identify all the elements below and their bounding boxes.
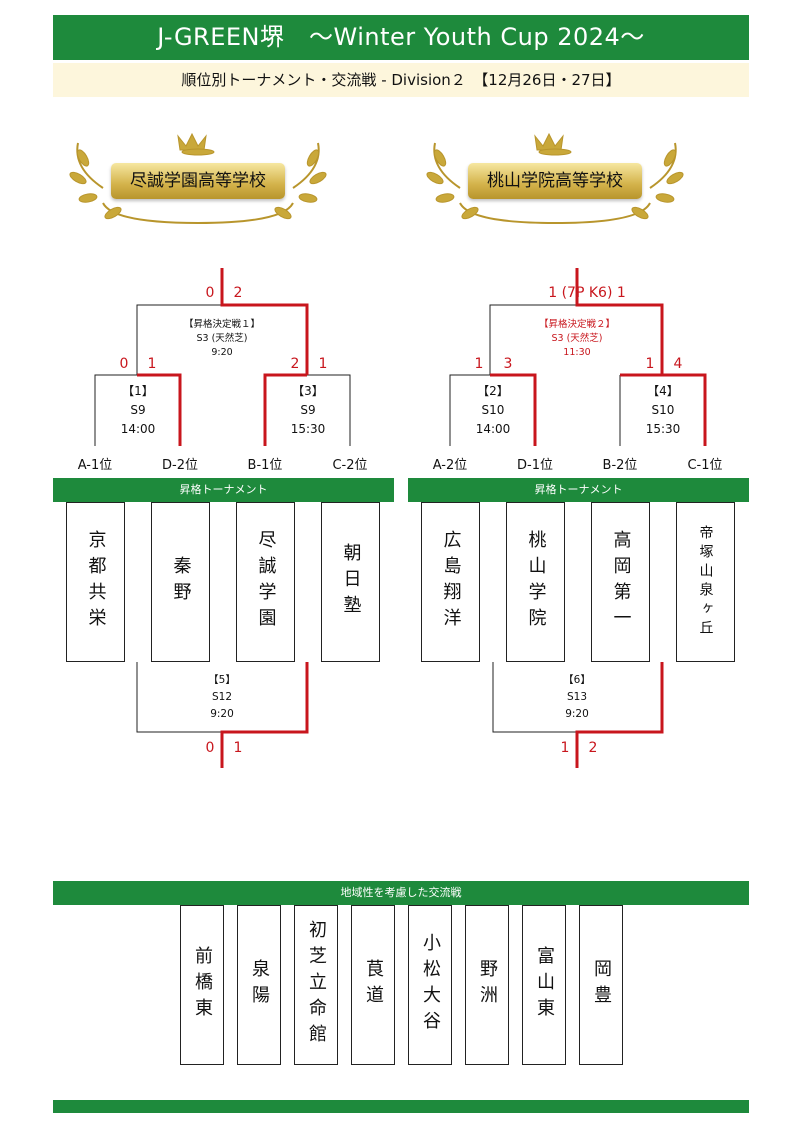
match-id: 【6】 bbox=[563, 674, 591, 686]
m3-info: 【3】 S9 15:30 bbox=[268, 382, 348, 439]
team-box: 富山東 bbox=[522, 905, 566, 1065]
m4-info: 【4】 S10 15:30 bbox=[623, 382, 703, 439]
team-box: 前橋東 bbox=[180, 905, 224, 1065]
champion-emblem-right: 桃山学院高等学校 bbox=[410, 128, 700, 228]
match-time: 9:20 bbox=[565, 708, 589, 720]
final-left-court: S3 (天然芝) bbox=[196, 333, 248, 344]
footer-bar bbox=[53, 1100, 749, 1113]
match-id: 【4】 bbox=[647, 384, 679, 398]
m6-info: 【6】 S13 9:20 bbox=[537, 672, 617, 723]
seed-label: C-2位 bbox=[332, 458, 368, 473]
m1-info: 【1】 S9 14:00 bbox=[98, 382, 178, 439]
match-id: 【2】 bbox=[477, 384, 509, 398]
team-box: 広島翔洋 bbox=[421, 502, 480, 662]
final-left-time: 9:20 bbox=[211, 347, 233, 358]
match-court: S12 bbox=[211, 691, 233, 703]
match-time: 14:00 bbox=[120, 422, 156, 436]
champion-name-left: 尽誠学園高等学校 bbox=[111, 163, 285, 199]
m2-score-b: 3 bbox=[503, 356, 513, 372]
final-right-score: 1 (7P K6) 1 bbox=[548, 285, 626, 301]
m3-score-a: 2 bbox=[290, 356, 300, 372]
team-box: 京都共栄 bbox=[66, 502, 125, 662]
seed-label: A-2位 bbox=[432, 458, 468, 473]
final-right-time: 11:30 bbox=[563, 347, 591, 358]
match-id: 【3】 bbox=[292, 384, 324, 398]
final-left-score-a: 0 bbox=[205, 285, 215, 301]
final-left-label: 【昇格決定戦１】 bbox=[183, 319, 260, 330]
final-right-court: S3 (天然芝) bbox=[551, 333, 603, 344]
match-id: 【1】 bbox=[122, 384, 154, 398]
m4-score-b: 4 bbox=[673, 356, 683, 372]
final-left-score-b: 2 bbox=[233, 285, 243, 301]
match-court: S9 bbox=[130, 403, 146, 417]
team-box: 泉陽 bbox=[237, 905, 281, 1065]
team-box: 野洲 bbox=[465, 905, 509, 1065]
team-box: 帝塚山泉ヶ丘 bbox=[676, 502, 735, 662]
m3-score-b: 1 bbox=[318, 356, 328, 372]
seed-label: C-1位 bbox=[687, 458, 723, 473]
section-band-right: 昇格トーナメント bbox=[408, 478, 749, 502]
exchange-band: 地域性を考慮した交流戦 bbox=[53, 881, 749, 905]
champion-name-right: 桃山学院高等学校 bbox=[468, 163, 642, 199]
match-court: S13 bbox=[566, 691, 588, 703]
m5-info: 【5】 S12 9:20 bbox=[182, 672, 262, 723]
team-box: 茛道 bbox=[351, 905, 395, 1065]
seed-label: D-2位 bbox=[162, 458, 198, 473]
match-court: S10 bbox=[481, 403, 505, 417]
m1-score-b: 1 bbox=[147, 356, 157, 372]
match-time: 14:00 bbox=[475, 422, 511, 436]
team-box: 岡豊 bbox=[579, 905, 623, 1065]
team-box: 小松大谷 bbox=[408, 905, 452, 1065]
page-title: J-GREEN堺 ～Winter Youth Cup 2024～ bbox=[53, 15, 749, 60]
m5-score-b: 1 bbox=[233, 740, 243, 756]
m6-score-a: 1 bbox=[560, 740, 570, 756]
laurel-wreath-icon bbox=[69, 132, 327, 225]
match-court: S9 bbox=[300, 403, 316, 417]
m4-score-a: 1 bbox=[645, 356, 655, 372]
page-subtitle: 順位別トーナメント・交流戦 - Division２ 【12月26日・27日】 bbox=[53, 63, 749, 97]
match-id: 【5】 bbox=[208, 674, 236, 686]
champion-emblem-left: 尽誠学園高等学校 bbox=[53, 128, 343, 228]
team-box: 秦野 bbox=[151, 502, 210, 662]
seed-label: B-1位 bbox=[247, 458, 283, 473]
m2-info: 【2】 S10 14:00 bbox=[453, 382, 533, 439]
match-time: 9:20 bbox=[210, 708, 234, 720]
m2-score-a: 1 bbox=[474, 356, 484, 372]
team-box: 朝日塾 bbox=[321, 502, 380, 662]
laurel-wreath-icon bbox=[426, 132, 684, 225]
seed-label: A-1位 bbox=[77, 458, 113, 473]
seed-label: D-1位 bbox=[517, 458, 553, 473]
team-box: 桃山学院 bbox=[506, 502, 565, 662]
team-box: 初芝立命館 bbox=[294, 905, 338, 1065]
seed-label: B-2位 bbox=[602, 458, 638, 473]
m1-score-a: 0 bbox=[119, 356, 129, 372]
section-band-left: 昇格トーナメント bbox=[53, 478, 394, 502]
match-time: 15:30 bbox=[290, 422, 326, 436]
match-court: S10 bbox=[651, 403, 675, 417]
final-right-label: 【昇格決定戦２】 bbox=[538, 319, 615, 330]
m5-score-a: 0 bbox=[205, 740, 215, 756]
match-time: 15:30 bbox=[645, 422, 681, 436]
team-box: 尽誠学園 bbox=[236, 502, 295, 662]
team-box: 高岡第一 bbox=[591, 502, 650, 662]
m6-score-b: 2 bbox=[588, 740, 598, 756]
